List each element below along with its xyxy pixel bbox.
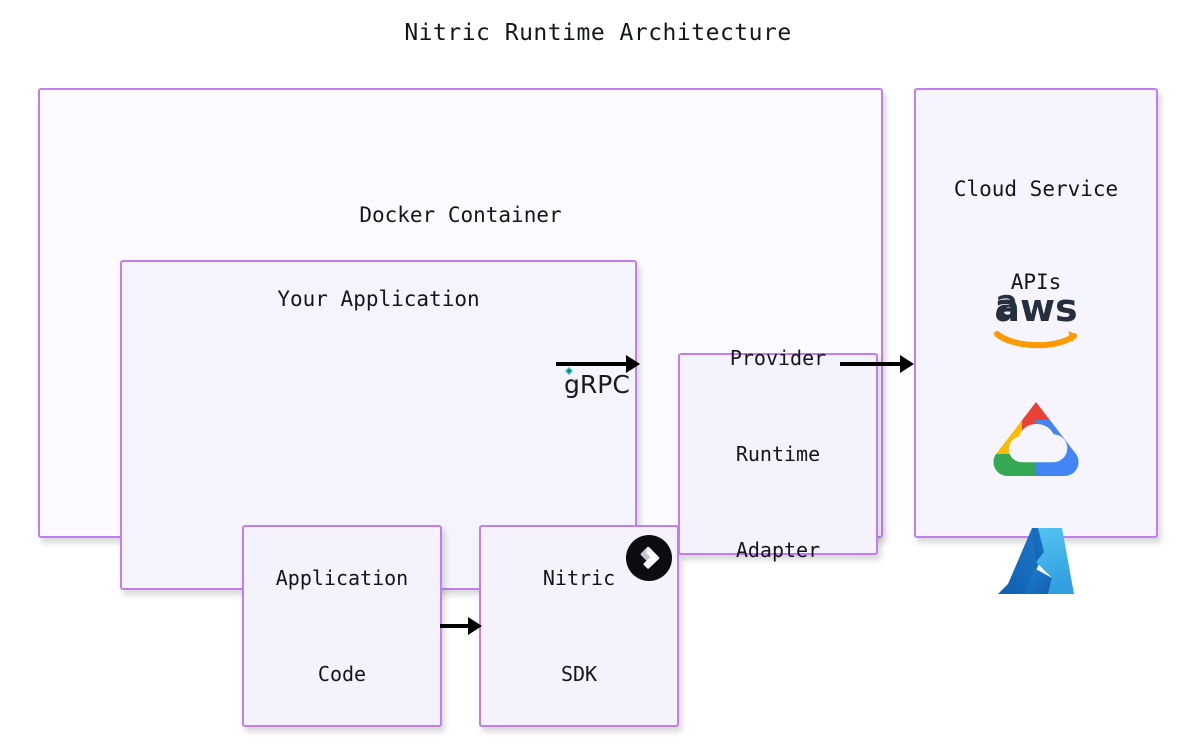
- cloud-service-apis-group: Cloud Service APIs aws: [914, 88, 1158, 594]
- page-title: Nitric Runtime Architecture: [404, 20, 792, 46]
- arrow-provider-adapter-to-cloud-apis: [840, 350, 916, 382]
- cloud-service-apis-label: Cloud Service APIs: [916, 112, 1156, 360]
- your-application-label: Your Application: [277, 287, 480, 311]
- your-application-group: Your Application Application Code Nitric…: [120, 260, 679, 727]
- aws-logo-icon[interactable]: aws: [916, 280, 1156, 354]
- aws-wordmark: aws: [994, 286, 1077, 330]
- docker-container-label: Docker Container: [359, 203, 562, 227]
- node-provider-runtime-adapter-line1: Provider: [729, 346, 827, 370]
- svg-text:gRPC: gRPC: [564, 370, 630, 399]
- azure-logo-icon[interactable]: [916, 518, 1156, 606]
- node-application-code-label: Application Code: [244, 498, 440, 754]
- node-provider-runtime-adapter-line3: Adapter: [735, 538, 821, 562]
- node-provider-runtime-adapter-line2: Runtime: [735, 442, 821, 466]
- nitric-logo-icon: [625, 534, 673, 582]
- cloud-service-apis-line1: Cloud Service: [953, 177, 1119, 201]
- node-application-code-line1: Application: [275, 566, 409, 590]
- docker-container-group: Docker Container Your Application Applic…: [38, 88, 883, 727]
- arrow-app-code-to-nitric-sdk: [440, 612, 484, 644]
- edge-label-grpc: gRPC: [560, 366, 638, 400]
- node-application-code[interactable]: Application Code: [242, 525, 442, 727]
- arrow-nitric-sdk-to-provider-adapter: [556, 350, 642, 382]
- node-nitric-sdk[interactable]: Nitric SDK: [479, 525, 679, 727]
- google-cloud-logo-icon[interactable]: [916, 395, 1156, 485]
- node-nitric-sdk-line2: SDK: [560, 662, 598, 686]
- cloud-service-apis-line2: APIs: [1010, 270, 1062, 294]
- node-provider-runtime-adapter-label: Provider Runtime Adapter: [680, 278, 876, 630]
- node-application-code-line2: Code: [317, 662, 367, 686]
- node-provider-runtime-adapter[interactable]: Provider Runtime Adapter: [678, 346, 878, 562]
